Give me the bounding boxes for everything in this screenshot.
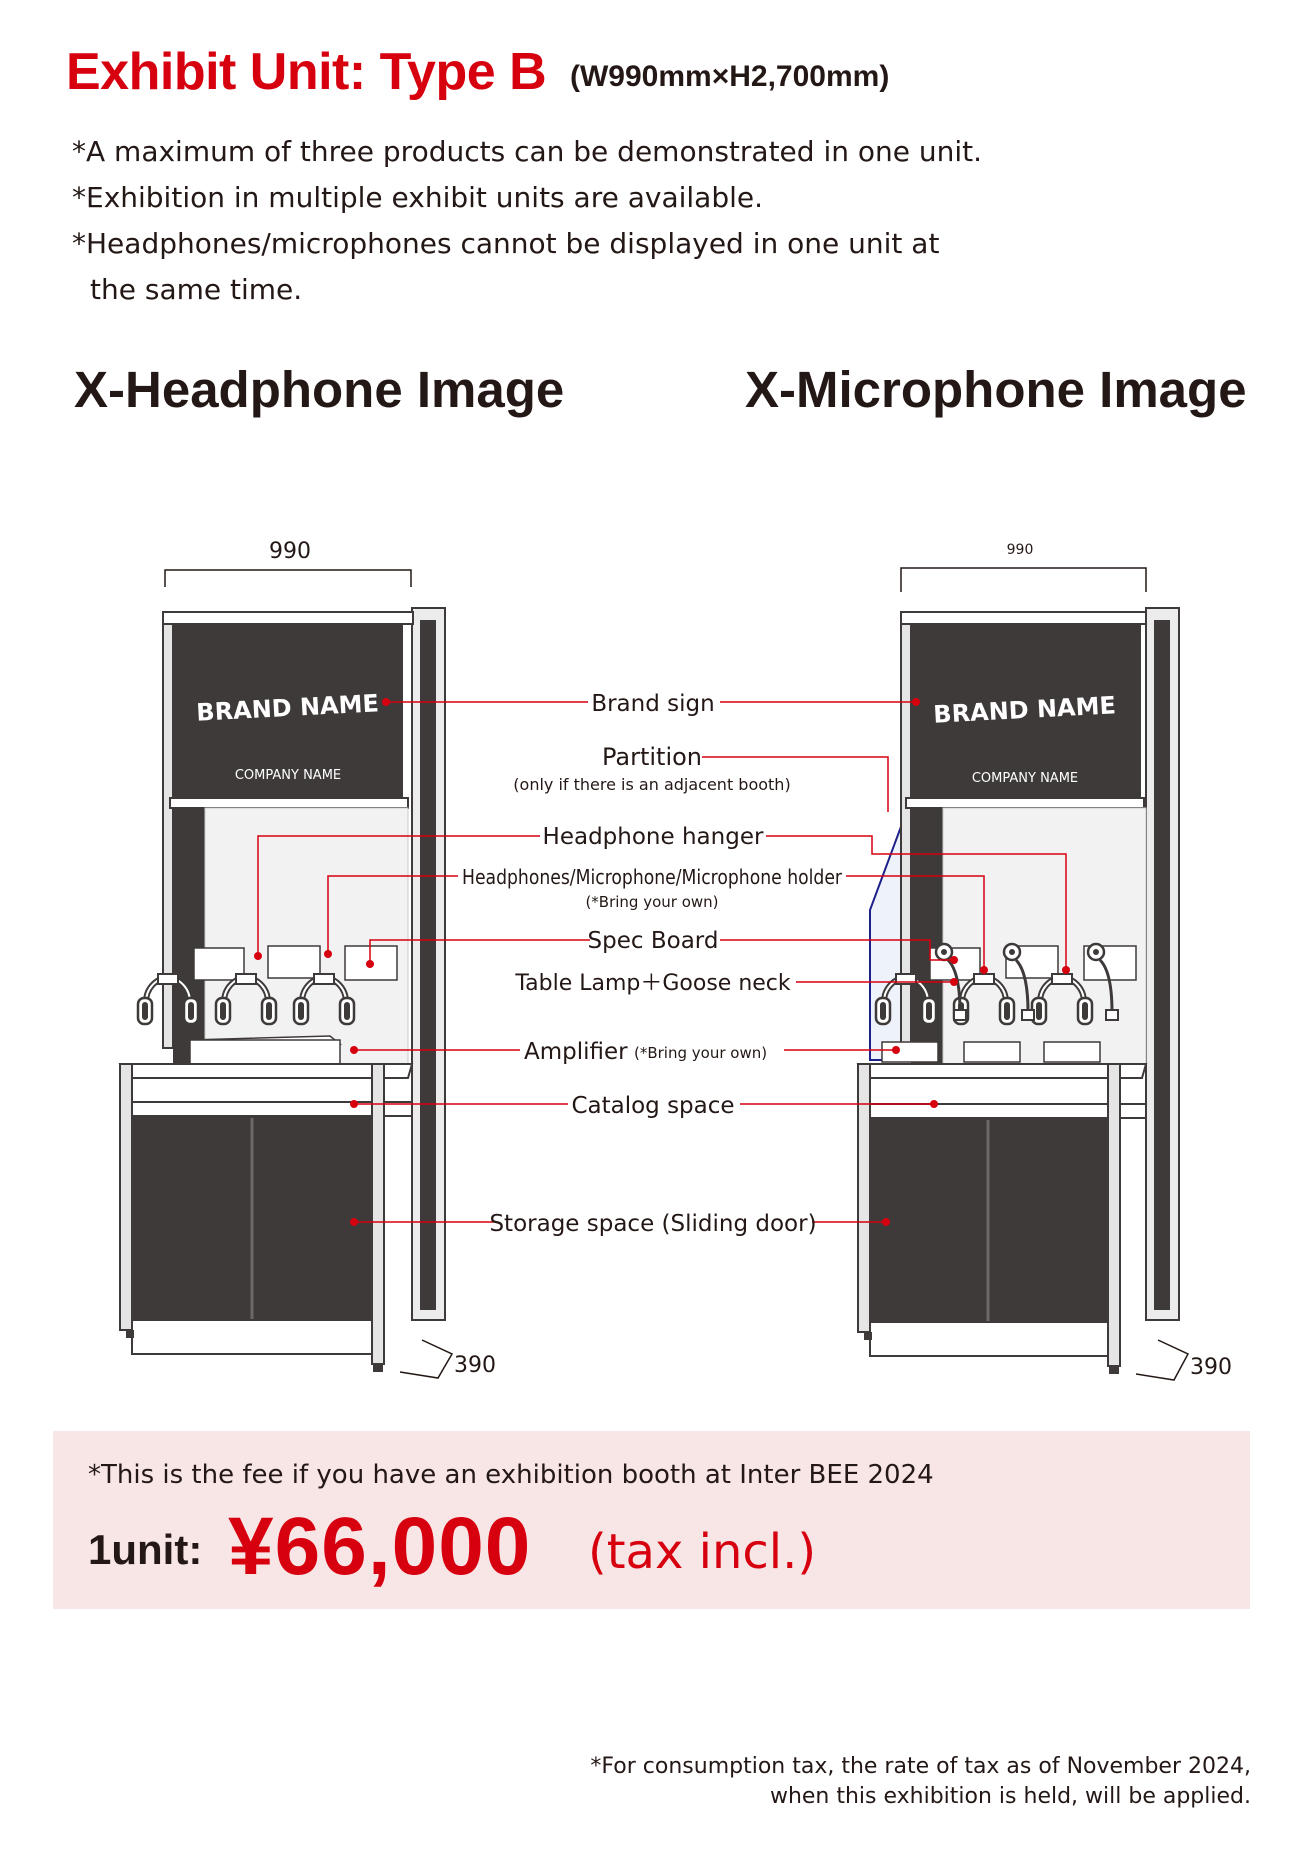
side-panel-left-unit xyxy=(173,808,205,1064)
counter-top-right xyxy=(856,1063,1148,1079)
label-storage-space: Storage space (Sliding door) xyxy=(489,1211,816,1237)
dot-catalog-right xyxy=(930,1100,938,1108)
leader-headphone-hanger-left xyxy=(257,835,540,956)
mid-frame-right-unit xyxy=(905,797,1145,809)
fee-panel xyxy=(53,1431,1250,1609)
dot-amplifier-right xyxy=(892,1046,900,1054)
callout-labels: Brand sign Partition (only if there is a… xyxy=(462,691,843,1237)
dot-brand-sign-left xyxy=(382,698,390,706)
leader-headphone-hanger-right xyxy=(766,835,1067,970)
headphone-image-title: X-Headphone Image xyxy=(74,361,565,418)
note-same-time: the same time. xyxy=(90,273,303,306)
leader-lines xyxy=(257,701,1067,1223)
foot-right-2 xyxy=(1109,1366,1119,1374)
cabinet-post-left xyxy=(119,1063,133,1331)
label-partition: Partition xyxy=(602,743,702,771)
dot-catalog-left xyxy=(350,1100,358,1108)
dot-storage-left xyxy=(350,1218,358,1226)
cabinet-post-right-right-unit xyxy=(1107,1063,1121,1367)
leader-spec-board-left xyxy=(369,939,590,964)
top-frame-right-unit xyxy=(900,611,1147,625)
company-name-right: COMPANY NAME xyxy=(972,771,1078,786)
counter-top-left xyxy=(118,1063,414,1079)
headphone-unit: 990 BRAND NAME COMPANY NAME xyxy=(118,539,496,1379)
cabinet-post-right xyxy=(371,1063,385,1365)
spec-board-2-left xyxy=(267,945,321,979)
foot-left-1 xyxy=(126,1330,134,1338)
width-dimension-line-right xyxy=(900,567,1147,592)
fee-price: ¥66,000 xyxy=(228,1501,532,1592)
brand-panel-left-unit xyxy=(173,624,403,798)
fee-note: *This is the fee if you have an exhibiti… xyxy=(88,1460,934,1490)
label-holder-note: (*Bring your own) xyxy=(585,893,718,911)
side-panel-right-unit xyxy=(911,808,943,1064)
footer-note-line2: when this exhibition is held, will be ap… xyxy=(769,1784,1251,1809)
leader-holder-right xyxy=(846,875,985,970)
back-post-panel-left-unit xyxy=(420,620,436,1310)
leader-spec-board-right xyxy=(720,939,954,961)
dot-holder-right xyxy=(980,966,988,974)
label-amplifier: Amplifier xyxy=(524,1039,628,1065)
unit-dimensions: (W990mm×H2,700mm) xyxy=(570,60,890,93)
dot-spec-board-right xyxy=(950,956,958,964)
amplifier-1-right xyxy=(881,1041,939,1063)
catalog-shelf-right xyxy=(861,1103,1147,1119)
mid-frame-left-unit xyxy=(169,797,409,809)
back-wall-right-unit xyxy=(942,807,1147,1065)
width-dimension-line-left xyxy=(164,569,412,587)
width-dimension-right: 990 xyxy=(1007,542,1034,558)
label-headphone-hanger: Headphone hanger xyxy=(543,824,764,850)
foot-left-2 xyxy=(373,1364,383,1372)
microphone-unit: 990 BRAND NAME COMPANY NAME xyxy=(856,542,1232,1381)
dot-spec-board-left xyxy=(366,960,374,968)
note-multiple-units: *Exhibition in multiple exhibit units ar… xyxy=(72,181,764,214)
note-headphones-microphones: *Headphones/microphones cannot be displa… xyxy=(72,227,940,260)
dot-amplifier-left xyxy=(350,1046,358,1054)
amplifier-2-right xyxy=(963,1041,1021,1063)
label-table-lamp: Table Lamp＋Goose neck xyxy=(514,971,791,996)
brand-panel-right-unit xyxy=(911,624,1141,798)
depth-dimension-right: 390 xyxy=(1190,1355,1232,1380)
label-catalog-space: Catalog space xyxy=(571,1093,734,1119)
amplifier-3-right xyxy=(1043,1041,1101,1063)
note-max-products: *A maximum of three products can be demo… xyxy=(72,135,983,168)
foot-right-1 xyxy=(864,1332,872,1340)
cabinet-base-right xyxy=(869,1321,1109,1357)
label-amplifier-note: (*Bring your own) xyxy=(634,1044,767,1062)
top-frame-left-unit xyxy=(162,611,414,625)
back-post-panel-right-unit xyxy=(1154,620,1170,1310)
dot-holder-left xyxy=(324,950,332,958)
footer-note-line1: *For consumption tax, the rate of tax as… xyxy=(590,1754,1251,1779)
dot-table-lamp xyxy=(950,978,958,986)
back-wall-left-unit xyxy=(204,807,409,1065)
dot-brand-sign-right xyxy=(912,698,920,706)
leader-dots xyxy=(254,698,1070,1226)
fee-unit-label: 1unit: xyxy=(88,1526,203,1573)
label-brand-sign: Brand sign xyxy=(591,691,714,717)
depth-dimension-left: 390 xyxy=(454,1353,496,1378)
page-title: Exhibit Unit: Type B xyxy=(66,43,547,101)
leader-holder-left xyxy=(327,875,458,954)
company-name-left: COMPANY NAME xyxy=(235,768,341,783)
dot-hanger-left xyxy=(254,952,262,960)
label-spec-board: Spec Board xyxy=(588,928,719,954)
depth-dimension-line-right xyxy=(1135,1339,1190,1381)
fee-tax-note: (tax incl.) xyxy=(588,1524,817,1580)
dot-storage-right xyxy=(882,1218,890,1226)
leader-partition xyxy=(702,756,889,812)
width-dimension-left: 990 xyxy=(269,539,311,564)
dot-hanger-right xyxy=(1062,966,1070,974)
cabinet-base-left xyxy=(131,1319,373,1355)
label-partition-note: (only if there is an adjacent booth) xyxy=(513,775,790,794)
depth-dimension-line-left xyxy=(399,1339,454,1379)
microphone-image-title: X-Microphone Image xyxy=(745,361,1247,418)
label-holder: Headphones/Microphone/Microphone holder xyxy=(462,865,843,889)
